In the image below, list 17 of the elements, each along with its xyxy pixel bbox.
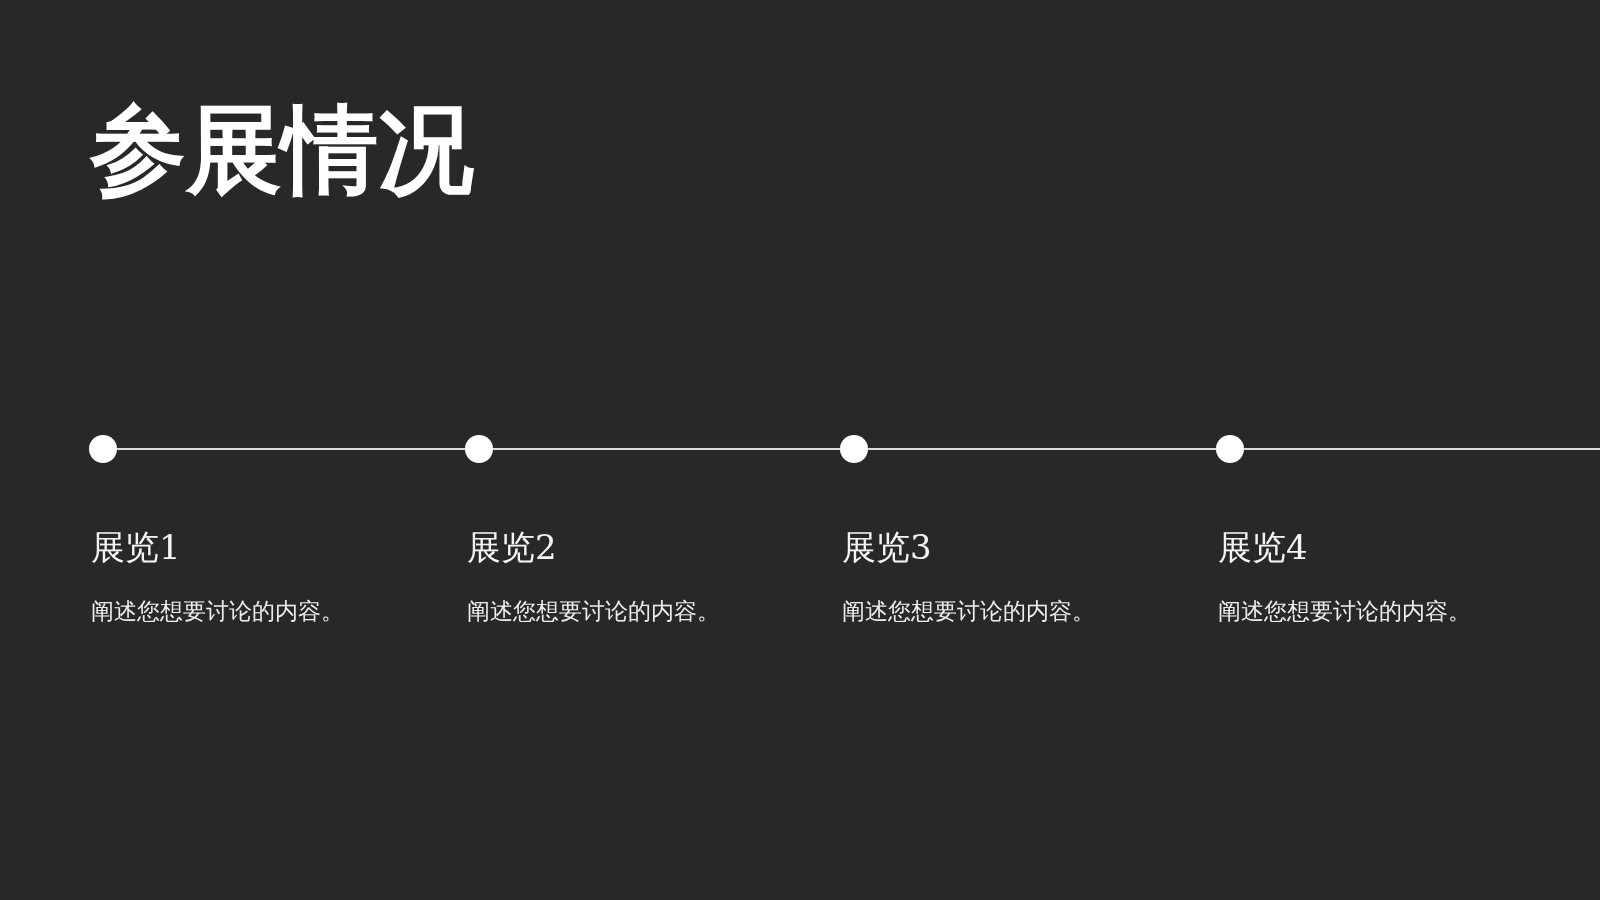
timeline-dot xyxy=(465,435,493,463)
slide-title: 参展情况 xyxy=(90,100,474,201)
timeline-line xyxy=(116,448,466,450)
timeline-dot xyxy=(89,435,117,463)
exhibit-heading: 展览4 xyxy=(1218,527,1308,568)
exhibit-description: 阐述您想要讨论的内容。 xyxy=(467,597,720,626)
timeline-dot xyxy=(840,435,868,463)
exhibit-description: 阐述您想要讨论的内容。 xyxy=(91,597,344,626)
timeline-line xyxy=(492,448,841,450)
timeline-dot xyxy=(1216,435,1244,463)
exhibit-heading: 展览1 xyxy=(91,527,181,568)
timeline-line xyxy=(1243,448,1600,450)
exhibit-heading: 展览3 xyxy=(842,527,932,568)
timeline-line xyxy=(867,448,1217,450)
exhibit-description: 阐述您想要讨论的内容。 xyxy=(1218,597,1471,626)
exhibit-description: 阐述您想要讨论的内容。 xyxy=(842,597,1095,626)
exhibit-heading: 展览2 xyxy=(467,527,557,568)
